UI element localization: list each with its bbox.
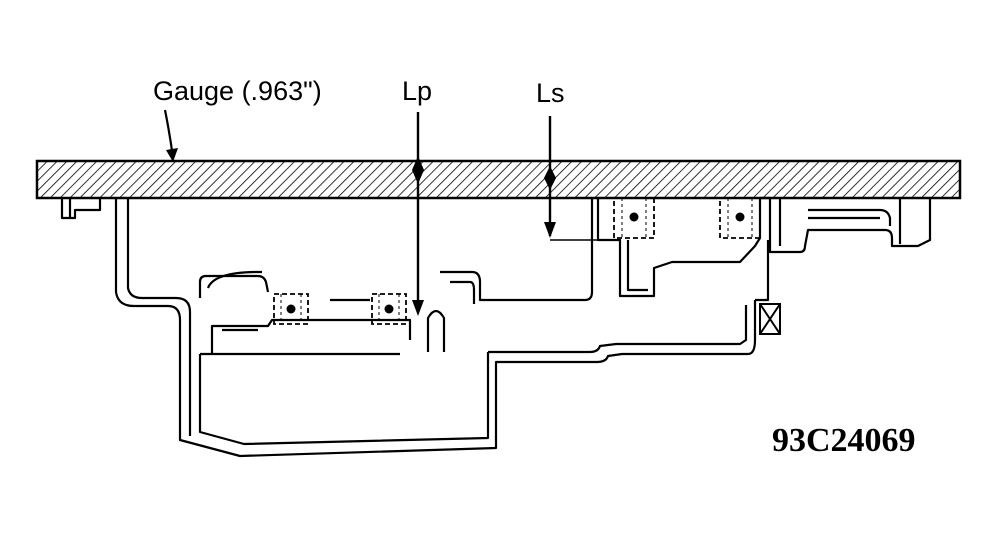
bearing-right-2 bbox=[719, 197, 761, 239]
lp-measurement-arrow bbox=[412, 112, 424, 316]
gauge-leader-arrow bbox=[163, 109, 178, 162]
bearing-left bbox=[273, 293, 309, 325]
seal-box bbox=[759, 303, 781, 335]
figure-id: 93C24069 bbox=[772, 422, 916, 459]
gauge-bar bbox=[35, 159, 962, 200]
lp-label: Lp bbox=[402, 76, 433, 106]
bearing-center bbox=[371, 293, 407, 325]
housing-outline bbox=[60, 196, 932, 458]
bearing-right-1 bbox=[613, 197, 655, 239]
ls-label: Ls bbox=[536, 78, 565, 108]
ls-measurement-arrow bbox=[544, 116, 598, 241]
gauge-label: Gauge (.963") bbox=[153, 76, 322, 106]
